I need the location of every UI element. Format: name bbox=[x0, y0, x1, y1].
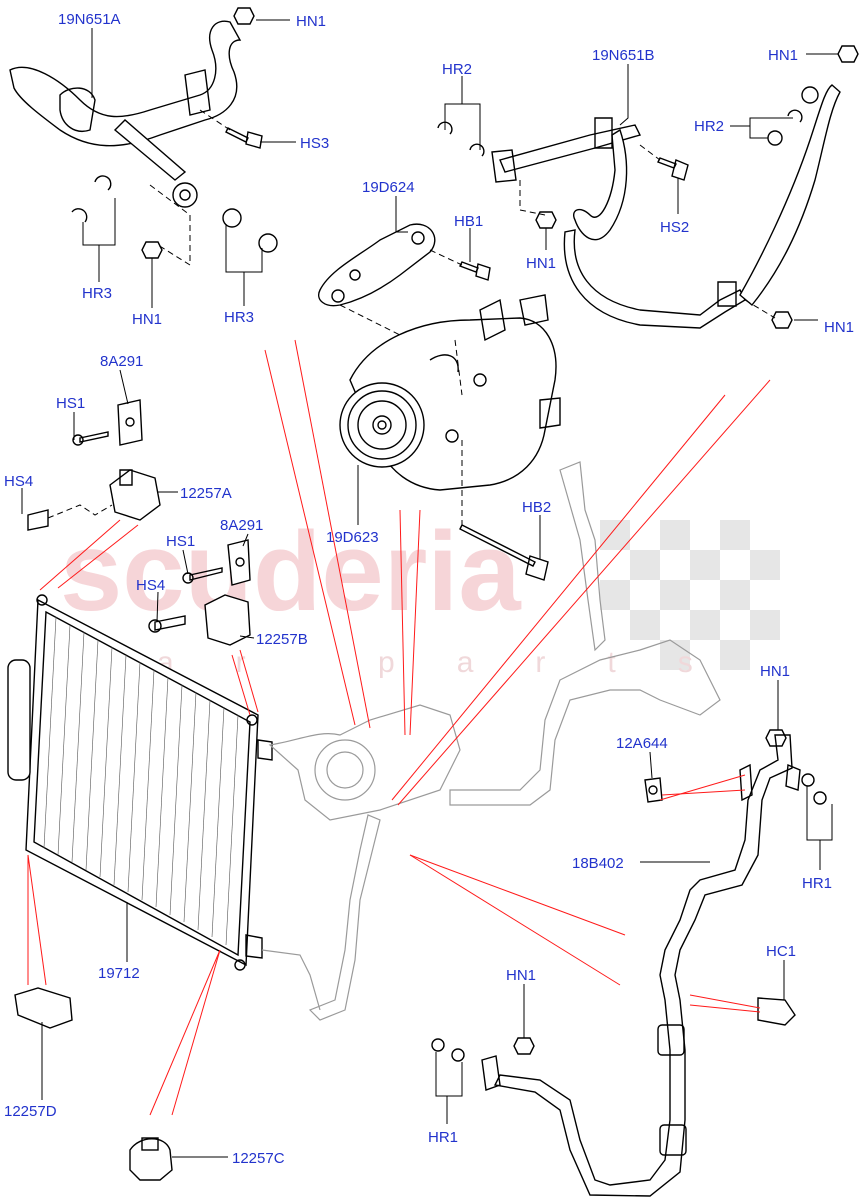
nut-hn1-c bbox=[837, 45, 859, 63]
bolt-hs1-a bbox=[72, 431, 109, 446]
callout-12257b: 12257B bbox=[256, 631, 308, 648]
bracket-12257c bbox=[129, 1137, 173, 1181]
callout-hs4: HS4 bbox=[4, 473, 33, 490]
callout-12257c: 12257C bbox=[232, 1150, 285, 1167]
bracket-12257d bbox=[14, 987, 73, 1029]
callout-hn1: HN1 bbox=[296, 13, 326, 30]
nut-hn1-f bbox=[765, 729, 787, 747]
callout-19n651a: 19N651A bbox=[58, 11, 121, 28]
callout-labels: 19N651A HN1 HS3 HR3 HN1 HR3 HR2 19N651B … bbox=[4, 11, 854, 1167]
nut-hn1-e bbox=[771, 311, 793, 329]
callout-hs3: HS3 bbox=[300, 135, 329, 152]
callout-hr3: HR3 bbox=[82, 285, 112, 302]
watermark: scuderia car parts bbox=[60, 509, 780, 679]
callout-hn1: HN1 bbox=[506, 967, 536, 984]
callout-hs1: HS1 bbox=[166, 533, 195, 550]
nut-hn1-b bbox=[141, 241, 163, 259]
hose-19n651b bbox=[491, 84, 841, 329]
callout-19n651b: 19N651B bbox=[592, 47, 655, 64]
callout-19712: 19712 bbox=[98, 965, 140, 982]
bolt-hs2 bbox=[657, 157, 689, 181]
callout-hs2: HS2 bbox=[660, 219, 689, 236]
callout-hr3: HR3 bbox=[224, 309, 254, 326]
reference-lines bbox=[27, 339, 771, 1116]
nut-hn1-a bbox=[233, 7, 255, 25]
bolt-hs3 bbox=[225, 127, 263, 149]
mount-8a291-b bbox=[227, 539, 251, 586]
watermark-brand: scuderia bbox=[60, 509, 521, 634]
bolt-hs4-b bbox=[148, 615, 186, 633]
bracket-12257a bbox=[109, 469, 161, 521]
bolt-hb1 bbox=[459, 261, 491, 281]
callout-hn1: HN1 bbox=[824, 319, 854, 336]
callout-hr2: HR2 bbox=[442, 61, 472, 78]
callout-19d624: 19D624 bbox=[362, 179, 415, 196]
mount-8a291-a bbox=[117, 399, 143, 446]
ghost-assembly bbox=[261, 461, 721, 1021]
callout-hr1: HR1 bbox=[428, 1129, 458, 1146]
checker-flag bbox=[600, 520, 780, 670]
clip-hc1 bbox=[757, 997, 796, 1026]
callout-hr2: HR2 bbox=[694, 118, 724, 135]
bolt-hs4-a bbox=[27, 504, 113, 531]
callout-12a644: 12A644 bbox=[616, 735, 668, 752]
callout-hn1: HN1 bbox=[760, 663, 790, 680]
seal-rings-hr3 bbox=[71, 175, 278, 253]
compressor-19d623 bbox=[339, 294, 561, 491]
callout-19d623: 19D623 bbox=[326, 529, 379, 546]
hose-19n651a bbox=[9, 20, 242, 208]
bracket-12257b bbox=[204, 594, 251, 646]
callout-hc1: HC1 bbox=[766, 943, 796, 960]
callout-12257a: 12257A bbox=[180, 485, 232, 502]
callout-hn1: HN1 bbox=[768, 47, 798, 64]
bolt-hb2 bbox=[459, 524, 549, 581]
callout-hb1: HB1 bbox=[454, 213, 483, 230]
nut-hn1-g bbox=[513, 1037, 535, 1055]
watermark-sub: car parts bbox=[80, 646, 755, 679]
callout-18b402: 18B402 bbox=[572, 855, 624, 872]
condenser-19712 bbox=[7, 594, 273, 971]
callout-8a291: 8A291 bbox=[220, 517, 263, 534]
callout-hn1: HN1 bbox=[526, 255, 556, 272]
leader-lines bbox=[21, 19, 838, 1158]
bracket-19d624 bbox=[318, 223, 436, 307]
callout-hr1: HR1 bbox=[802, 875, 832, 892]
callout-hs1: HS1 bbox=[56, 395, 85, 412]
callout-hs4: HS4 bbox=[136, 577, 165, 594]
callout-12257d: 12257D bbox=[4, 1103, 57, 1120]
callout-8a291: 8A291 bbox=[100, 353, 143, 370]
pipe-18b402 bbox=[481, 734, 801, 1197]
sensor-12a644 bbox=[644, 777, 663, 803]
callout-hb2: HB2 bbox=[522, 499, 551, 516]
seal-rings-hr1 bbox=[431, 773, 827, 1062]
callout-hn1: HN1 bbox=[132, 311, 162, 328]
nut-hn1-d bbox=[535, 211, 557, 229]
